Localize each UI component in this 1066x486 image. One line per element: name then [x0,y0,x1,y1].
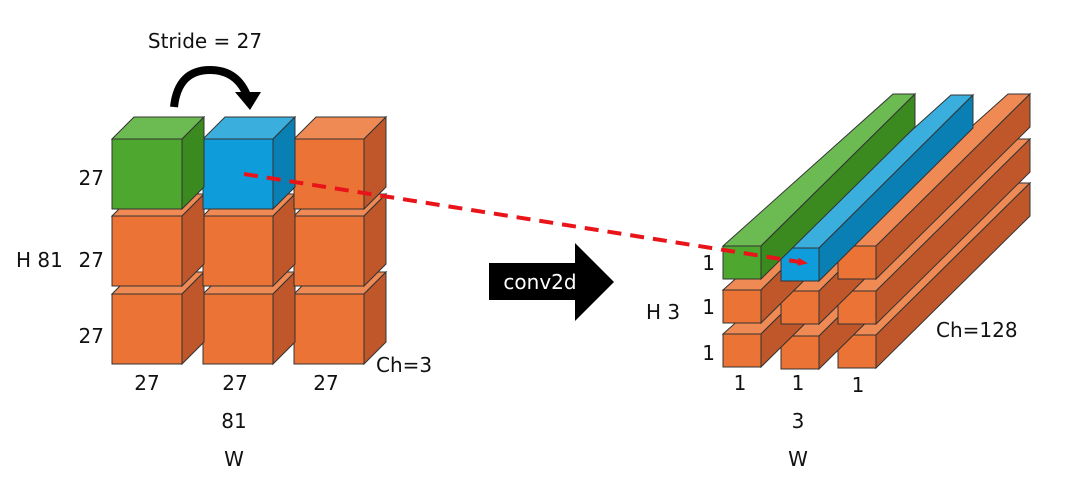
input-col-label-3: 27 [313,371,338,395]
stride-curved-arrow [170,65,261,110]
input-cube-r1-c3 [292,115,388,211]
output-bar-r1-c1-green [721,92,917,281]
output-channel-label: Ch=128 [936,318,1018,342]
input-row-label-3: 27 [79,324,104,348]
input-width-axis: W [224,447,244,471]
output-col-label-3: 1 [852,373,865,397]
input-tensor [110,115,388,366]
conv2d-block-arrow: conv2d [489,243,614,321]
input-height-label: H 81 [16,248,63,272]
output-width-axis: W [788,447,808,471]
output-height-label: H 3 [646,300,680,324]
stride-label: Stride = 27 [148,29,262,53]
input-row-label-1: 27 [79,166,104,190]
input-cube-r1-c2-blue [201,115,297,211]
input-width-total: 81 [221,409,246,433]
conv2d-label: conv2d [503,270,576,294]
input-channel-label: Ch=3 [376,353,432,377]
output-row-label-1: 1 [702,251,715,275]
output-col-label-2: 1 [792,371,805,395]
output-row-label-2: 1 [702,295,715,319]
input-cube-r1-c1-green [110,115,206,211]
output-row-label-3: 1 [702,341,715,365]
output-col-label-1: 1 [734,371,747,395]
input-col-label-2: 27 [222,371,247,395]
input-row-label-2: 27 [79,248,104,272]
mapping-dashed-arrow [243,172,808,266]
input-col-label-1: 27 [134,371,159,395]
output-width-total: 3 [792,409,805,433]
